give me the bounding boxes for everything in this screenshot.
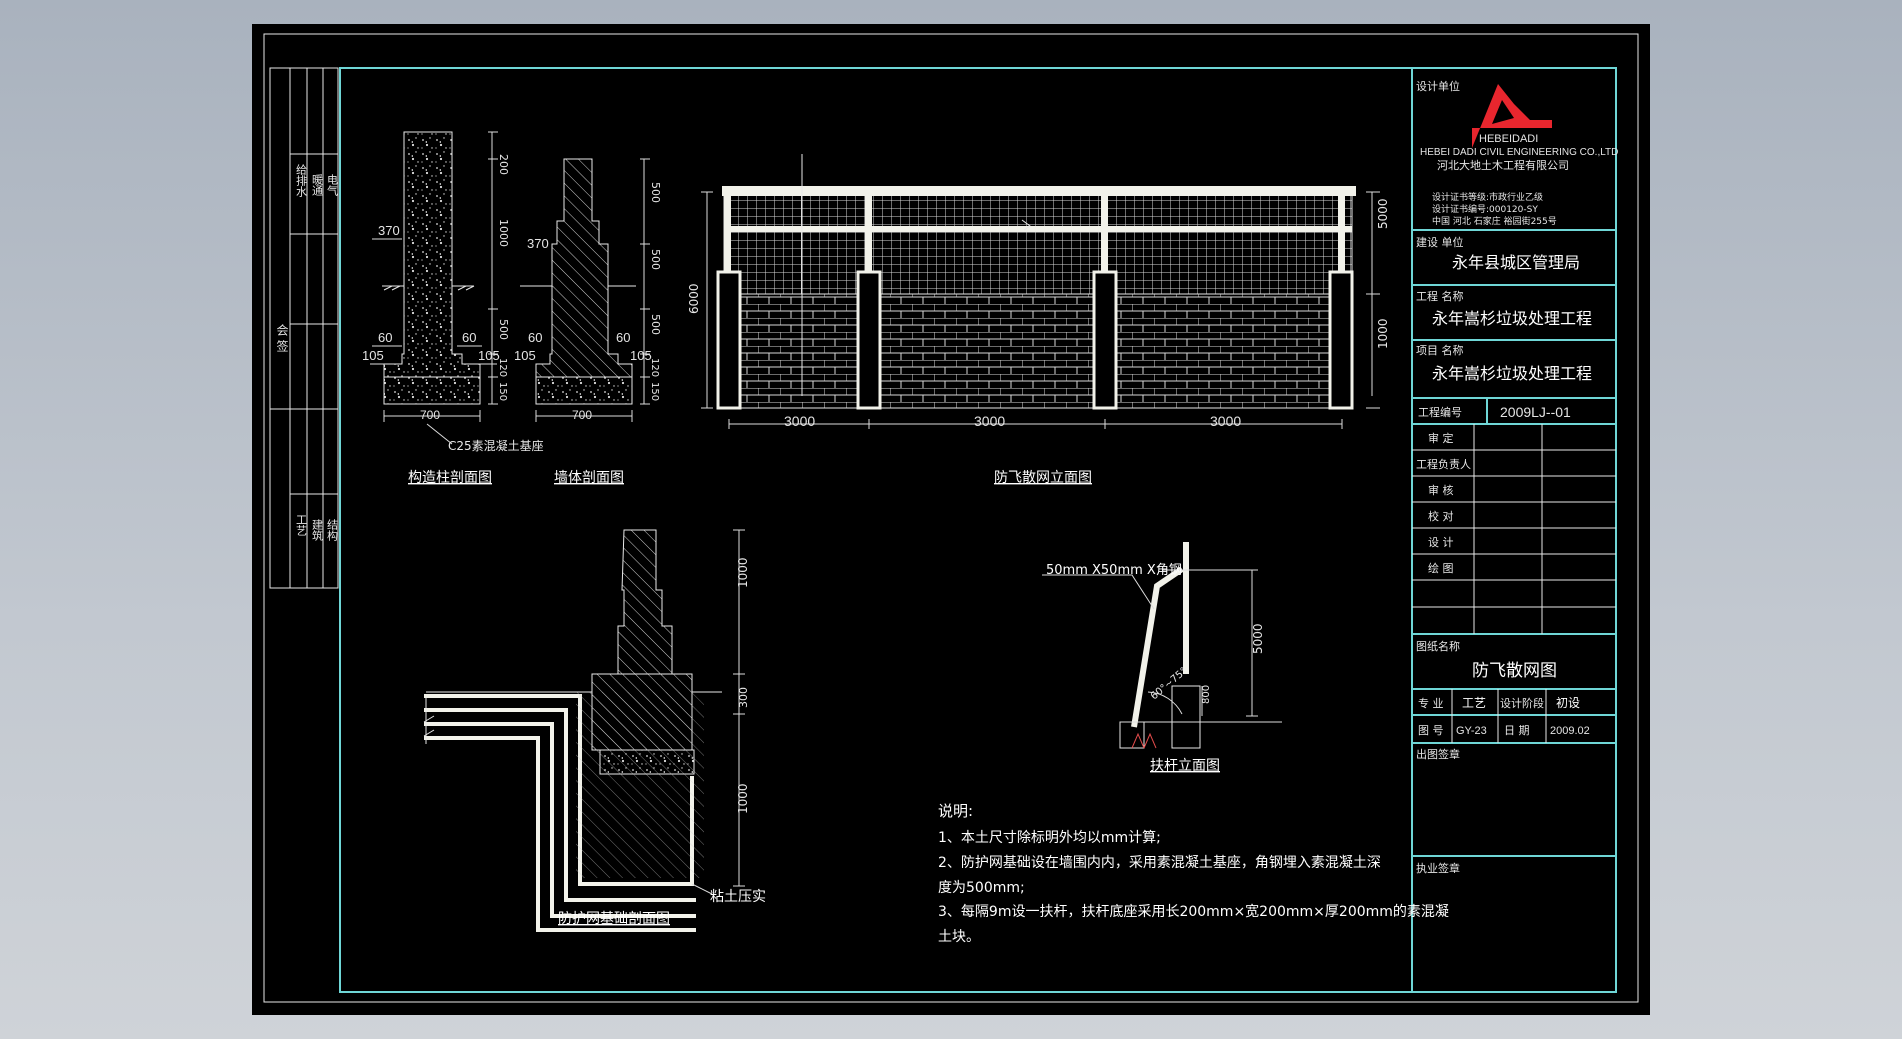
fdn-dim-300: 300 bbox=[737, 687, 750, 708]
wall-dim-150: 150 bbox=[649, 382, 660, 401]
col-dim-150: 150 bbox=[497, 382, 508, 401]
tb-project: 永年嵩杉垃圾处理工程 bbox=[1432, 309, 1592, 328]
net-elevation-title: 防飞散网立面图 bbox=[994, 470, 1092, 486]
note-line-3: 度为500mm; bbox=[938, 880, 1025, 896]
tb-project-label: 工程 名称 bbox=[1416, 289, 1464, 303]
wall-dim-370: 370 bbox=[527, 236, 549, 251]
wall-dim-105a: 105 bbox=[514, 348, 536, 363]
sign-row-lead: 工程负责人 bbox=[1416, 457, 1471, 471]
net-dim-6000: 6000 bbox=[687, 283, 701, 314]
tb-drawing-name: 防飞散网图 bbox=[1472, 661, 1557, 681]
company-address: 中国 河北 石家庄 裕园街255号 bbox=[1432, 215, 1557, 227]
brace-elevation-view bbox=[1042, 542, 1282, 749]
fdn-dim-1000b: 1000 bbox=[736, 783, 750, 814]
tb-drawing-no-label: 图 号 bbox=[1418, 724, 1444, 737]
drawing-frame bbox=[339, 67, 1617, 993]
company-logo-text: HEBEIDADI bbox=[1479, 133, 1538, 145]
strip-structure: 结构 bbox=[326, 519, 339, 542]
wall-section-title: 墙体剖面图 bbox=[554, 470, 624, 486]
tb-stage-label: 设计阶段 bbox=[1500, 696, 1544, 710]
strip-plumbing: 给排水 bbox=[295, 164, 308, 197]
foundation-section-view bbox=[423, 529, 745, 932]
tb-date: 2009.02 bbox=[1550, 725, 1590, 737]
col-dim-105a: 105 bbox=[362, 348, 384, 363]
column-section-view bbox=[370, 131, 498, 445]
outer-border bbox=[263, 33, 1639, 1003]
sign-row-draw: 绘 图 bbox=[1428, 561, 1454, 575]
brace-elevation-title: 扶杆立面图 bbox=[1150, 758, 1220, 774]
notes-heading: 说明: bbox=[938, 802, 973, 820]
sign-row-design: 设 计 bbox=[1428, 536, 1454, 549]
tb-drawing-no: GY-23 bbox=[1456, 725, 1487, 737]
col-dim-500: 500 bbox=[497, 319, 510, 340]
col-note-c25: C25素混凝土基座 bbox=[448, 438, 544, 453]
strip-electrical: 电气 bbox=[326, 174, 339, 196]
col-section-title: 构造柱剖面图 bbox=[408, 470, 492, 486]
tb-client: 永年县城区管理局 bbox=[1452, 253, 1580, 272]
tb-practice-stamp: 执业签章 bbox=[1416, 861, 1460, 875]
fdn-dim-1000a: 1000 bbox=[736, 557, 750, 588]
cert-no: 设计证书编号:000120-SY bbox=[1432, 203, 1538, 215]
tb-item-label: 项目 名称 bbox=[1416, 343, 1464, 357]
col-dim-120: 120 bbox=[497, 358, 508, 377]
note-line-2: 2、防护网基础设在墙围内内，采用素混凝土基座，角钢埋入素混凝土深 bbox=[938, 854, 1381, 871]
wall-dim-60a: 60 bbox=[528, 330, 542, 345]
strip-hvac: 暖通 bbox=[311, 174, 324, 196]
strip-process: 工艺 bbox=[295, 514, 308, 536]
drawing-sheet: 会 签 给排水 暖通 电气 工艺 建筑 结构 200 1000 500 120 … bbox=[252, 24, 1650, 1015]
wall-dim-120: 120 bbox=[649, 358, 660, 377]
sign-row-check: 校 对 bbox=[1428, 509, 1454, 523]
net-dim-5000: 5000 bbox=[1376, 198, 1390, 229]
sign-row-approve: 审 定 bbox=[1428, 431, 1454, 445]
col-dim-370: 370 bbox=[378, 223, 400, 238]
brace-angle-label: 60°~75° bbox=[1149, 666, 1190, 703]
title-block bbox=[1412, 84, 1616, 857]
strip-architecture: 建筑 bbox=[311, 518, 324, 541]
net-dim-3000a: 3000 bbox=[784, 413, 815, 429]
tb-project-no: 2009LJ--01 bbox=[1500, 404, 1571, 420]
note-line-1: 1、本土尺寸除标明外均以mm计算; bbox=[938, 830, 1161, 846]
strip-countersign: 会 签 bbox=[275, 324, 289, 352]
tb-drawing-name-label: 图纸名称 bbox=[1416, 639, 1460, 653]
wall-dim-500b: 500 bbox=[649, 249, 662, 270]
tb-item: 永年嵩杉垃圾处理工程 bbox=[1432, 364, 1592, 383]
wall-dim-500c: 500 bbox=[649, 314, 662, 335]
net-elevation-view bbox=[701, 154, 1380, 429]
tb-stage: 初设 bbox=[1556, 696, 1580, 710]
col-dim-700: 700 bbox=[420, 408, 440, 422]
col-dim-200: 200 bbox=[497, 154, 510, 175]
wall-dim-60b: 60 bbox=[616, 330, 630, 345]
net-dim-3000b: 3000 bbox=[974, 413, 1005, 429]
note-line-4: 3、每隔9m设一扶杆，扶杆底座采用长200mm×宽200mm×厚200mm的素混… bbox=[938, 903, 1449, 920]
tb-discipline-label: 专 业 bbox=[1418, 696, 1444, 710]
countersign-strip bbox=[269, 67, 339, 589]
col-dim-105b: 105 bbox=[478, 348, 500, 363]
wall-dim-500a: 500 bbox=[649, 182, 662, 203]
col-dim-60b: 60 bbox=[462, 330, 476, 345]
wall-dim-700: 700 bbox=[572, 408, 592, 422]
tb-date-label: 日 期 bbox=[1504, 724, 1530, 737]
sign-row-review: 审 核 bbox=[1428, 483, 1454, 497]
brace-angle-steel-label: 50mm X50mm X角钢 bbox=[1046, 563, 1182, 578]
cad-drawing: 会 签 给排水 暖通 电气 工艺 建筑 结构 200 1000 500 120 … bbox=[263, 33, 1639, 1003]
net-dim-1000: 1000 bbox=[1376, 318, 1390, 349]
fdn-note-clay: 粘土压实 bbox=[710, 889, 766, 905]
tb-design-unit-label: 设计单位 bbox=[1416, 79, 1460, 93]
col-dim-1000: 1000 bbox=[497, 219, 510, 247]
tb-client-label: 建设 单位 bbox=[1416, 235, 1464, 249]
cert-grade: 设计证书等级:市政行业乙级 bbox=[1432, 191, 1543, 203]
brace-dim-800: 800 bbox=[1201, 685, 1212, 704]
col-dim-60a: 60 bbox=[378, 330, 392, 345]
note-line-5: 土块。 bbox=[938, 929, 980, 945]
brace-dim-5000: 5000 bbox=[1251, 623, 1265, 654]
net-dim-3000c: 3000 bbox=[1210, 413, 1241, 429]
wall-dim-105b: 105 bbox=[630, 348, 652, 363]
foundation-section-title: 防护网基础剖面图 bbox=[558, 910, 670, 927]
tb-issue-stamp: 出图签章 bbox=[1416, 747, 1460, 761]
tb-project-no-label: 工程编号 bbox=[1418, 405, 1462, 419]
wall-section-view bbox=[520, 158, 650, 422]
company-name-cn: 河北大地土木工程有限公司 bbox=[1437, 158, 1569, 172]
company-name-en: HEBEI DADI CIVIL ENGINEERING CO.,LTD bbox=[1420, 147, 1618, 158]
tb-discipline: 工艺 bbox=[1462, 696, 1486, 710]
